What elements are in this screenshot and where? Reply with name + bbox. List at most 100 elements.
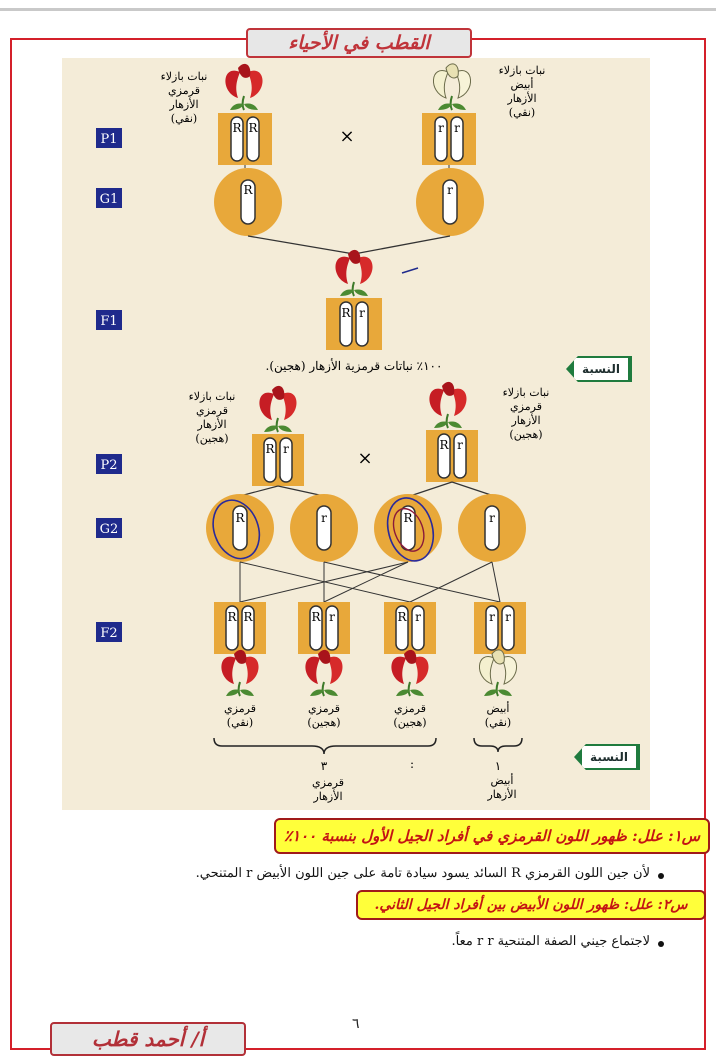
cross1-left-plant-label-4: (نقي) bbox=[171, 112, 197, 125]
ratio-red-text-1: قرمزي bbox=[312, 776, 344, 789]
answer-1-bullet bbox=[658, 873, 664, 879]
cross1-parent-left: R R bbox=[218, 113, 272, 165]
cross2-right-plant-label-1: نبات بازلاء bbox=[503, 386, 550, 399]
f2-flower-4-icon bbox=[478, 648, 518, 697]
question-1-box: س١: علل: ظهور اللون القرمزي في أفراد الج… bbox=[274, 818, 710, 854]
cross2-right-plant-label-4: (هجين) bbox=[509, 428, 542, 441]
ratio-red-num: ٣ bbox=[321, 759, 328, 773]
ratio-white-text-2: الأزهار bbox=[486, 787, 516, 801]
author-name: أ/ أحمد قطب bbox=[91, 1027, 205, 1051]
f2-offspring-1: R R bbox=[214, 602, 266, 654]
p2-label: P2 bbox=[96, 454, 122, 474]
cross2-left-plant-label-4: (هجين) bbox=[195, 432, 228, 445]
svg-text:R: R bbox=[397, 610, 407, 624]
svg-text:r: r bbox=[329, 610, 335, 624]
cross2-gamete-2: r bbox=[289, 493, 359, 563]
cross2-left-plant-label-2: قرمزي bbox=[196, 404, 228, 417]
brace-white bbox=[473, 737, 523, 753]
ratio-sep: : bbox=[410, 757, 414, 771]
f2-type-4: (نقي) bbox=[485, 716, 511, 729]
f2-offspring-2: R r bbox=[298, 602, 350, 654]
cross2-right-plant-label-2: قرمزي bbox=[510, 400, 542, 413]
f2-color-3: قرمزي bbox=[394, 702, 426, 715]
f2-type-2: (هجين) bbox=[307, 716, 340, 729]
cross1-red-flower-icon bbox=[224, 62, 264, 111]
svg-text:F2: F2 bbox=[100, 626, 117, 641]
svg-text:G1: G1 bbox=[100, 192, 119, 207]
f2-offspring-4: r r bbox=[474, 602, 526, 654]
answer-2-bullet bbox=[658, 941, 664, 947]
cross2-left-plant-label-1: نبات بازلاء bbox=[189, 390, 236, 403]
svg-text:r: r bbox=[438, 121, 444, 135]
svg-text:r: r bbox=[359, 306, 365, 320]
brace-red bbox=[213, 737, 437, 755]
f2-label: F2 bbox=[96, 622, 122, 642]
svg-text:r: r bbox=[321, 511, 327, 525]
cross1-gamete-right: r bbox=[415, 167, 485, 237]
f2-color-2: قرمزي bbox=[308, 702, 340, 715]
svg-text:r: r bbox=[505, 610, 511, 624]
cross2-parent-right: R r bbox=[426, 430, 478, 482]
cross2-cross-sign: × bbox=[357, 448, 372, 469]
svg-text:R: R bbox=[311, 610, 321, 624]
svg-text:r: r bbox=[489, 610, 495, 624]
svg-text:r: r bbox=[489, 511, 495, 525]
ratio-tag-2-label: النسبة bbox=[582, 746, 636, 768]
p1-label: P1 bbox=[96, 128, 122, 148]
svg-text:r: r bbox=[415, 610, 421, 624]
ratio-red-text-2: الأزهار bbox=[312, 789, 342, 803]
ratio-white-text-1: أبيض bbox=[491, 773, 514, 787]
cross1-gamete-left: R bbox=[213, 167, 283, 237]
header-title: القطب في الأحياء bbox=[288, 32, 430, 54]
ratio-tag-2: النسبة bbox=[574, 744, 640, 770]
g2-label: G2 bbox=[96, 518, 122, 538]
svg-text:r: r bbox=[283, 442, 289, 456]
g1-label: G1 bbox=[96, 188, 122, 208]
author-banner: أ/ أحمد قطب bbox=[50, 1022, 246, 1056]
svg-text:P1: P1 bbox=[100, 132, 117, 147]
question-2-box: س٢: علل: ظهور اللون الأبيض بين أفراد الج… bbox=[356, 890, 706, 920]
cross2-right-plant-label-3: الأزهار bbox=[510, 413, 540, 427]
f2-flower-3-icon bbox=[390, 648, 430, 697]
cross1-cross-sign: × bbox=[339, 126, 354, 147]
ratio-white-num: ١ bbox=[495, 759, 501, 773]
svg-text:R: R bbox=[439, 438, 449, 452]
cross1-left-plant-label-3: الأزهار bbox=[168, 97, 198, 111]
top-rule bbox=[0, 8, 716, 11]
answer-2-text: لاجتماع جيني الصفة المتنحية r r معاً. bbox=[451, 934, 651, 949]
f2-offspring-3: R r bbox=[384, 602, 436, 654]
cross2-gamete-4: r bbox=[457, 493, 527, 563]
f2-flower-1-icon bbox=[220, 648, 260, 697]
cross2-connections bbox=[239, 561, 501, 603]
svg-text:R: R bbox=[248, 121, 258, 135]
page-number: ٦ bbox=[352, 1016, 360, 1032]
cross1-right-plant-label-4: (نقي) bbox=[509, 106, 535, 119]
question-2-text: س٢: علل: ظهور اللون الأبيض بين أفراد الج… bbox=[374, 897, 688, 913]
f2-color-1: قرمزي bbox=[224, 702, 256, 715]
cross1-offspring: R r bbox=[326, 298, 382, 350]
cross1-left-plant-label-1: نبات بازلاء bbox=[161, 70, 208, 83]
cross1-right-plant-label-2: أبيض bbox=[511, 77, 534, 91]
cross1-parent-right: r r bbox=[422, 113, 476, 165]
cross2-gamete-1: R bbox=[205, 493, 275, 563]
svg-text:R: R bbox=[227, 610, 237, 624]
svg-text:G2: G2 bbox=[100, 522, 119, 537]
cross2-left-plant-label-3: الأزهار bbox=[196, 417, 226, 431]
ratio-tag-1: النسبة bbox=[566, 356, 632, 382]
cross1-left-plant-label-2: قرمزي bbox=[168, 84, 200, 97]
svg-text:R: R bbox=[403, 511, 413, 525]
ratio-tag-1-label: النسبة bbox=[574, 358, 628, 380]
cross1-right-plant-label-1: نبات بازلاء bbox=[499, 64, 546, 77]
f1-label: F1 bbox=[96, 310, 122, 330]
cross2-right-flower-icon bbox=[428, 380, 468, 429]
svg-text:R: R bbox=[341, 306, 351, 320]
f2-type-3: (هجين) bbox=[393, 716, 426, 729]
header-banner: القطب في الأحياء bbox=[246, 28, 472, 58]
svg-text:r: r bbox=[457, 438, 463, 452]
answer-1-text: لأن جين اللون القرمزي R السائد يسود سياد… bbox=[195, 866, 650, 881]
question-1-text: س١: علل: ظهور اللون القرمزي في أفراد الج… bbox=[283, 827, 701, 845]
cross1-offspring-flower-icon bbox=[334, 248, 374, 297]
svg-text:P2: P2 bbox=[100, 458, 117, 473]
cross1-right-plant-label-3: الأزهار bbox=[506, 91, 536, 105]
cross2-parent-left: R r bbox=[252, 434, 304, 486]
